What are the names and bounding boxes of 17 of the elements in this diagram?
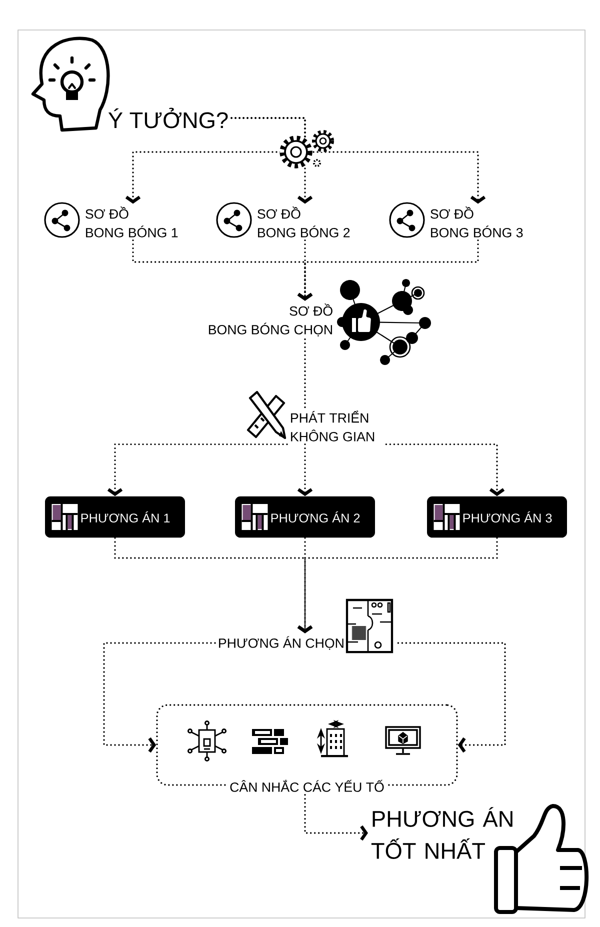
arrow [230,117,486,204]
step-label: SƠ ĐỒ BONG BÓNG 3 [430,206,523,238]
arrow [107,443,288,496]
arrow [297,239,479,301]
result-label: PHƯƠNG ÁN TỐT NHẤT [371,807,512,859]
step-label: SƠ ĐỒ BONG BÓNG CHỌN [208,304,332,336]
idea-title: Ý TƯỞNG? [108,108,228,128]
arrow [297,443,313,496]
arrow [297,537,498,634]
step-label: PHƯƠNG ÁN CHỌN [219,636,344,650]
arrow [385,443,505,496]
step-label: PHÁT TRIỂN KHÔNG GIAN [291,410,374,442]
arrow [103,642,216,753]
step-label: SƠ ĐỒ BONG BÓNG 1 [86,206,178,238]
arrow [304,794,368,841]
step-label: SƠ ĐỒ BONG BÓNG 2 [258,206,350,238]
arrow [397,642,506,753]
